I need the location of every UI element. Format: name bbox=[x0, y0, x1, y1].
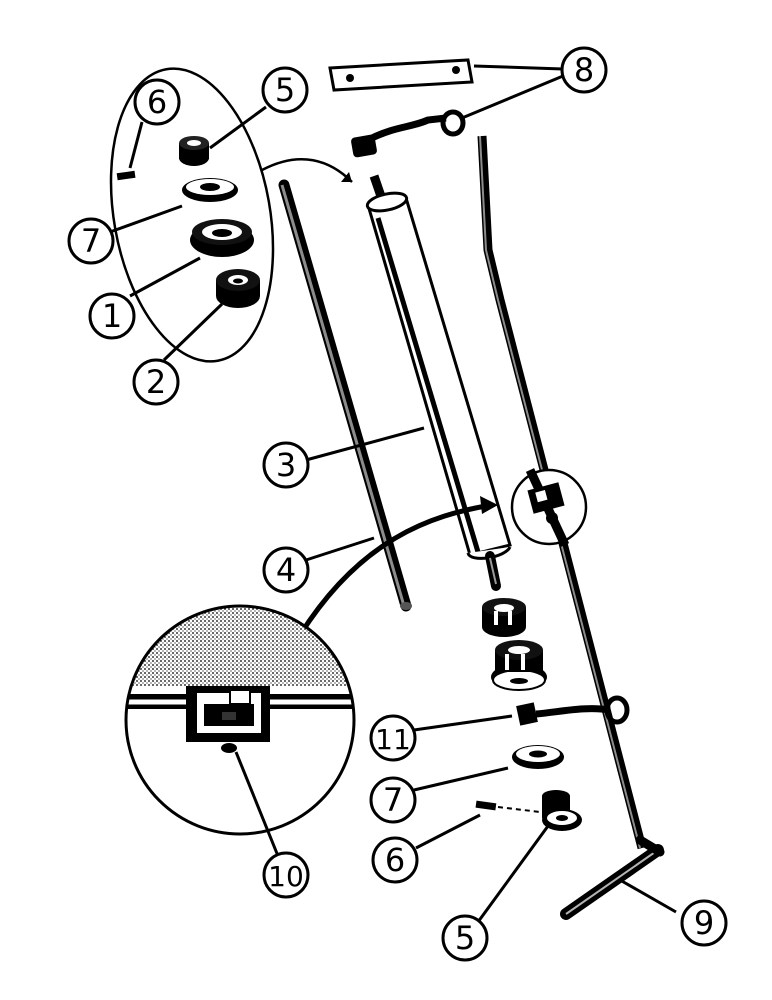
callout-7-upper: 7 bbox=[67, 217, 115, 265]
callout-6-upper: 6 bbox=[133, 78, 181, 126]
callout-label: 1 bbox=[102, 297, 122, 335]
nut-part-5-upper bbox=[179, 136, 209, 166]
crank-link-part-8 bbox=[351, 109, 466, 158]
callout-1: 1 bbox=[88, 292, 136, 340]
rod-part-4 bbox=[278, 179, 412, 612]
callout-4: 4 bbox=[262, 546, 310, 594]
callouts: 6 5 8 7 1 2 3 4 bbox=[67, 46, 728, 962]
bushing-part-1 bbox=[190, 219, 254, 257]
roller-part-3 bbox=[365, 174, 512, 591]
callout-7-lower: 7 bbox=[369, 776, 417, 824]
pin-part-6-lower bbox=[475, 800, 541, 813]
magnified-arrow-head bbox=[480, 496, 498, 514]
clamp-detail-circle bbox=[510, 468, 588, 547]
callout-3: 3 bbox=[262, 441, 310, 489]
callout-label: 5 bbox=[275, 71, 295, 109]
bracket-plate-part-8 bbox=[328, 58, 474, 92]
callout-label: 4 bbox=[276, 551, 296, 589]
callout-10: 10 bbox=[262, 851, 310, 899]
callout-label: 7 bbox=[383, 781, 403, 819]
washer-part-7-upper bbox=[182, 178, 238, 202]
callout-label: 6 bbox=[147, 83, 167, 121]
callout-9: 9 bbox=[680, 899, 728, 947]
crank-link-part-11 bbox=[516, 695, 630, 726]
upper-detail-arrow bbox=[261, 157, 353, 183]
callout-6-lower: 6 bbox=[371, 836, 419, 884]
callout-label: 8 bbox=[574, 51, 594, 89]
callout-5-upper: 5 bbox=[261, 66, 309, 114]
callout-label: 11 bbox=[375, 723, 411, 756]
leader-lines bbox=[109, 64, 677, 923]
callout-8: 8 bbox=[560, 46, 608, 94]
callout-5-lower: 5 bbox=[441, 914, 489, 962]
callout-label: 7 bbox=[81, 222, 101, 260]
callout-label: 6 bbox=[385, 841, 405, 879]
magnified-detail-arrow bbox=[297, 502, 493, 637]
crank-rod-part-9 bbox=[477, 135, 665, 920]
nut-part-2 bbox=[216, 269, 260, 308]
lower-nut-upper bbox=[482, 598, 526, 637]
washer-part-7-lower bbox=[512, 745, 564, 769]
callout-label: 2 bbox=[146, 363, 166, 401]
clamp-detail-magnified bbox=[124, 496, 498, 836]
nut-part-5-lower bbox=[542, 790, 582, 831]
callout-label: 10 bbox=[268, 860, 304, 893]
callout-label: 9 bbox=[694, 904, 714, 942]
pin-part-6-upper bbox=[116, 170, 136, 181]
lower-bushing bbox=[491, 640, 547, 691]
callout-11: 11 bbox=[369, 714, 417, 762]
upper-arrow-head bbox=[341, 172, 352, 182]
upper-detail-group bbox=[109, 67, 353, 363]
callout-2: 2 bbox=[132, 358, 180, 406]
callout-label: 3 bbox=[276, 446, 296, 484]
callout-label: 5 bbox=[455, 919, 475, 957]
